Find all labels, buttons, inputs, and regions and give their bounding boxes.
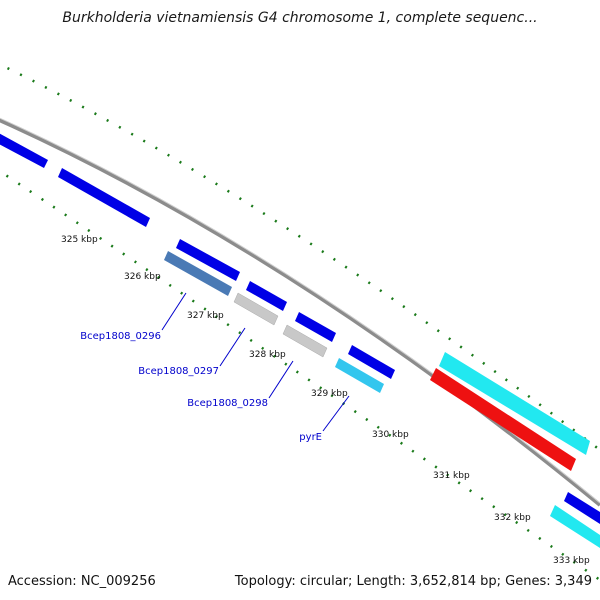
gene-arrow[interactable]: [550, 505, 600, 548]
gene-arrow-bcep1808-0296[interactable]: [164, 251, 232, 296]
genome-backbone-highlight: [0, 117, 600, 504]
leader-line: [268, 360, 294, 399]
gene-arrow[interactable]: [295, 312, 336, 342]
topology-text: Topology: circular; Length: 3,652,814 bp…: [234, 574, 592, 589]
scale-label-325: 325 kbp: [61, 235, 98, 245]
gene-label-bcep1808-0298[interactable]: Bcep1808_0298: [187, 398, 268, 409]
gene-arrow[interactable]: [58, 168, 150, 227]
forward-strand-genes: [0, 131, 600, 524]
gene-arrow[interactable]: [564, 492, 600, 524]
leader-line: [219, 327, 246, 367]
scale-label-331: 331 kbp: [433, 471, 470, 481]
gene-label-bcep1808-0297[interactable]: Bcep1808_0297: [138, 366, 219, 377]
accession-text: Accession: NC_009256: [8, 574, 156, 589]
reverse-strand-genes: [164, 251, 600, 548]
gene-arrow-bcep1808-0297[interactable]: [233, 292, 279, 326]
gene-arrow[interactable]: [0, 131, 48, 168]
gene-arrow[interactable]: [176, 239, 240, 281]
gene-label-bcep1808-0296[interactable]: Bcep1808_0296: [80, 331, 161, 342]
scale-label-330: 330 kbp: [372, 430, 409, 440]
outer-tick-track: [0, 63, 600, 451]
map-title: Burkholderia vietnamiensis G4 chromosome…: [62, 10, 538, 26]
scale-label-328: 328 kbp: [249, 350, 286, 360]
genome-backbone: [0, 118, 600, 507]
scale-label-333: 333 kbp: [553, 556, 590, 566]
gene-arrow-pyre[interactable]: [335, 358, 384, 393]
gene-arrow[interactable]: [246, 281, 287, 311]
gene-label-leaders: [161, 292, 350, 432]
scale-label-326: 326 kbp: [124, 272, 161, 282]
outer-tick-dots: [0, 63, 600, 451]
gene-arrow[interactable]: [348, 345, 395, 379]
gene-arrow[interactable]: [430, 368, 576, 471]
gene-arrow[interactable]: [439, 352, 590, 455]
leader-line: [161, 292, 187, 331]
gene-arrow-bcep1808-0298[interactable]: [282, 324, 328, 358]
scale-label-327: 327 kbp: [187, 311, 224, 321]
gene-label-pyre[interactable]: pyrE: [299, 432, 322, 443]
leader-line: [322, 395, 350, 432]
scale-label-329: 329 kbp: [311, 389, 348, 399]
scale-label-332: 332 kbp: [494, 513, 531, 523]
